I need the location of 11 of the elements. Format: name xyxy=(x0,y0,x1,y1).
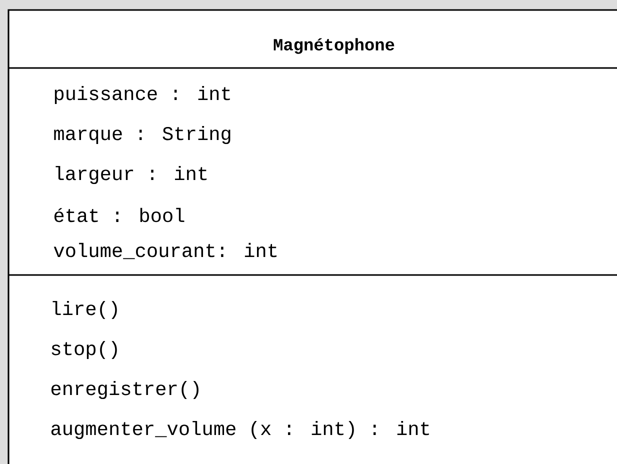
method-text: lire() xyxy=(52,300,117,320)
attribute-text: volume_courant: int xyxy=(54,242,277,260)
attribute-text: puissance : int xyxy=(54,86,230,104)
method-text: augmenter_volume (x : int) : int xyxy=(51,420,429,440)
class-box xyxy=(8,9,617,464)
class-name: Magnétophone xyxy=(274,38,394,54)
method-text: stop() xyxy=(52,340,117,360)
method-text: enregistrer() xyxy=(51,380,198,400)
attribute-text: état : bool xyxy=(54,208,184,222)
attribute-text: marque : String xyxy=(54,126,230,144)
attribute-text: largeur : int xyxy=(56,166,207,184)
